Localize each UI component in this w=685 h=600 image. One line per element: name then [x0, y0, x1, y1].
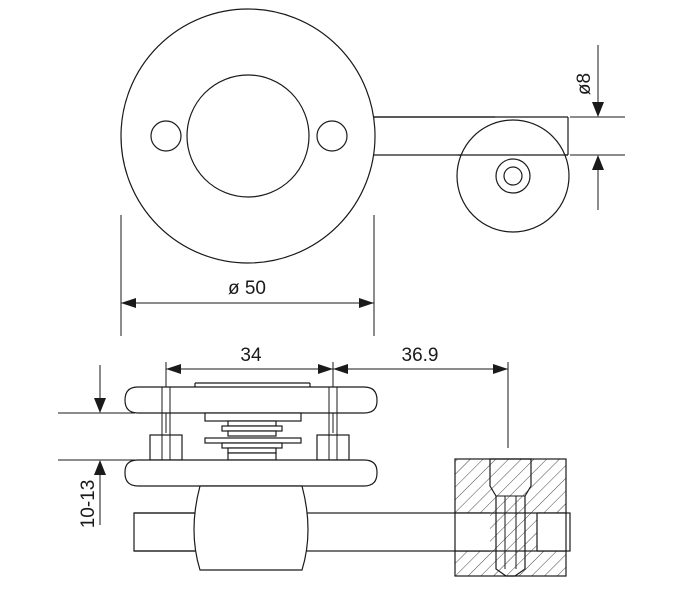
roller-block-section [454, 458, 567, 577]
dimension-pin-diameter: ø8 [570, 45, 625, 210]
hub [134, 485, 309, 571]
dimension-offset: 36.9 [333, 345, 509, 448]
label-thickness: 10-13 [78, 480, 99, 529]
top-roller [456, 119, 570, 233]
roller-pin-outer [495, 158, 531, 194]
label-hole-spacing: 34 [240, 345, 262, 366]
top-view [120, 8, 570, 264]
spring-stack [204, 412, 302, 461]
left-screw [149, 387, 183, 461]
top-plate [120, 8, 376, 264]
center-bore [186, 74, 310, 198]
upper-plate [124, 382, 378, 414]
dimension-plate-diameter: ø 50 [120, 215, 375, 336]
label-plate-diameter: ø 50 [228, 278, 266, 299]
mounting-hole-right [316, 120, 348, 152]
lower-plate [124, 459, 378, 487]
label-pin-diameter: ø8 [574, 73, 595, 95]
label-offset: 36.9 [402, 345, 439, 366]
dimension-thickness: 10-13 [58, 365, 135, 528]
roller-pin-inner [503, 166, 523, 186]
mounting-hole-left [150, 120, 182, 152]
